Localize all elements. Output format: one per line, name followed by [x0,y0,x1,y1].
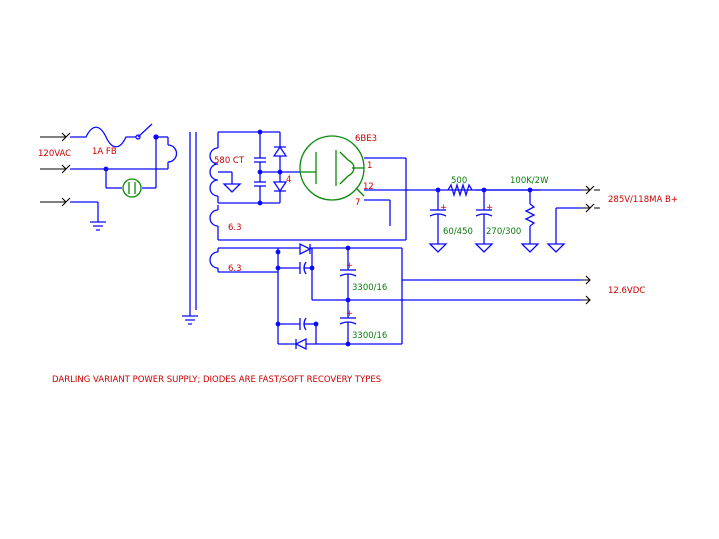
diode-top-icon [299,242,312,256]
mains-label: 120VAC [38,149,71,159]
heater-winding-1-label: 6.3 [228,223,242,233]
dc-output-label: 12.6VDC [608,286,645,296]
plus-marker: + [346,261,353,271]
pin-1-label: 1 [367,161,372,171]
pin-12-label: 12 [363,182,374,192]
bleeder-ground-icon [520,243,540,253]
diode-up-icon [272,145,288,157]
mains-terminals [40,132,71,207]
ground-icon [90,221,106,231]
damper-tube [299,135,365,201]
transformer [167,132,219,325]
heater-winding-2 [209,251,219,269]
hv-secondary [209,147,219,197]
filter2-ground-icon [474,243,494,253]
choke-label: 500 [451,176,467,186]
plus-marker: + [440,203,447,213]
bleeder-resistor-icon [524,203,536,227]
primary-winding [167,144,178,163]
choke-icon [447,182,473,198]
fuse-symbol [70,126,136,148]
output-terminals [582,185,600,305]
mains-wiring [70,123,169,231]
caption: DARLING VARIANT POWER SUPPLY; DIODES ARE… [52,375,381,385]
heater-winding-1 [209,209,219,227]
bleeder-label: 100K/2W [510,176,549,186]
filter1-ground-icon [428,243,448,253]
pin-4-label: 4 [286,175,291,185]
cap-low-2-label: 3300/16 [352,331,387,341]
neon-indicator [122,178,142,198]
ct-ground-icon [222,183,242,193]
hv-rectifier [217,129,300,206]
tube-label: 6BE3 [355,134,377,144]
pin-7-label: 7 [355,198,360,208]
cap-low-1-label: 3300/16 [352,283,387,293]
plus-marker: + [486,203,493,213]
diode-bottom-icon [294,337,307,351]
switch-lever [137,123,153,138]
hv-output-label: 285V/118MA B+ [608,195,678,205]
cap-filter-1-label: 60/450 [443,227,473,237]
core-ground-icon [182,315,198,325]
return-ground-icon [546,243,566,253]
hv-filter [428,182,582,253]
heater-winding-2-label: 6.3 [228,264,242,274]
diode-down-icon [272,181,288,193]
fuse-label: 1A FB [92,147,117,157]
low-voltage-supply [217,242,582,351]
plus-marker: + [346,309,353,319]
cap-filter-2-label: 270/300 [486,227,521,237]
hv-winding-label: 580 CT [214,156,245,166]
